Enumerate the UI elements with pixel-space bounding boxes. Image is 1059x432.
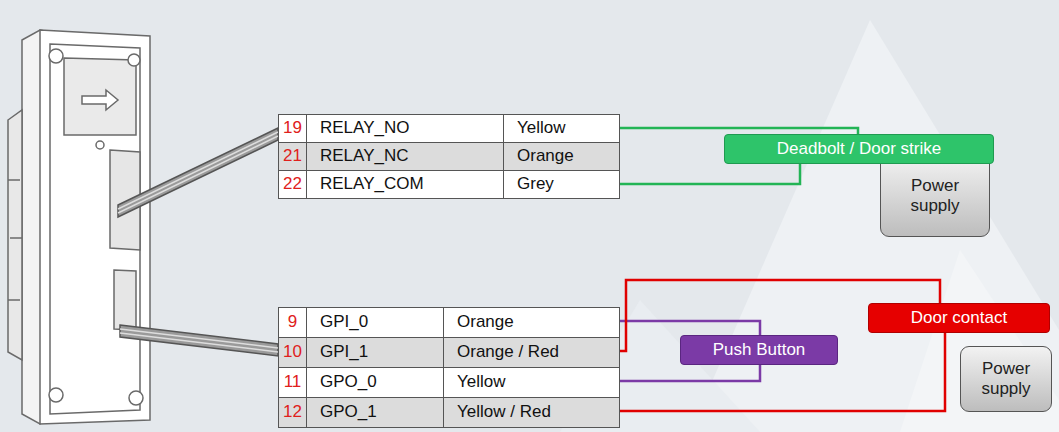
table-cell: Orange xyxy=(443,307,620,338)
signal-name: GPI_0 xyxy=(320,312,368,332)
node-label: Deadbolt / Door strike xyxy=(777,139,941,159)
wire-color: Orange xyxy=(457,312,514,332)
table-cell: RELAY_NC xyxy=(306,142,504,171)
pin-number: 21 xyxy=(283,146,302,166)
ribbon-cable xyxy=(118,128,278,356)
pin-number: 19 xyxy=(283,118,302,138)
wire-color: Yellow / Red xyxy=(457,402,551,422)
wire-color: Grey xyxy=(517,174,554,194)
table-cell: Yellow / Red xyxy=(443,397,620,428)
signal-name: GPO_0 xyxy=(320,372,377,392)
pin-number: 9 xyxy=(288,312,297,332)
table-cell: 12 xyxy=(278,397,307,428)
signal-name: RELAY_NO xyxy=(320,118,409,138)
table-cell: GPI_0 xyxy=(306,307,444,338)
table-cell: 9 xyxy=(278,307,307,338)
table-cell: Orange xyxy=(503,142,620,171)
pin-number: 22 xyxy=(283,174,302,194)
pin-number: 11 xyxy=(284,372,302,392)
node-label: Push Button xyxy=(713,340,806,360)
device-box: Deadbolt / Door strike xyxy=(724,134,994,164)
relay-wire xyxy=(594,164,800,184)
table-cell: 21 xyxy=(278,142,307,171)
pin-number: 10 xyxy=(283,342,302,362)
pin-number: 12 xyxy=(283,402,302,422)
device-box: Push Button xyxy=(680,335,838,365)
device-box: Door contact xyxy=(868,303,1050,333)
table-cell: GPO_1 xyxy=(306,397,444,428)
table-cell: Orange / Red xyxy=(443,337,620,368)
table-cell: 19 xyxy=(278,114,307,143)
power-supply-box: Power supply xyxy=(960,346,1052,412)
reader-plate xyxy=(8,30,150,424)
table-cell: 11 xyxy=(278,367,307,398)
table-cell: Yellow xyxy=(443,367,620,398)
table-cell: Grey xyxy=(503,170,620,199)
table-cell: 10 xyxy=(278,337,307,368)
table-cell: GPI_1 xyxy=(306,337,444,368)
power-supply-box: Power supply xyxy=(880,155,990,237)
node-label: Door contact xyxy=(911,308,1007,328)
signal-name: GPI_1 xyxy=(320,342,368,362)
contact-wire xyxy=(603,333,945,411)
wire-color: Orange / Red xyxy=(457,342,559,362)
wire-color: Yellow xyxy=(457,372,506,392)
node-label: Power supply xyxy=(970,359,1042,400)
table-cell: RELAY_COM xyxy=(306,170,504,199)
wire-color: Orange xyxy=(517,146,574,166)
signal-name: RELAY_COM xyxy=(320,174,424,194)
signal-name: GPO_1 xyxy=(320,402,377,422)
wire-color: Yellow xyxy=(517,118,566,138)
signal-name: RELAY_NC xyxy=(320,146,409,166)
push-wire xyxy=(603,365,760,381)
table-cell: RELAY_NO xyxy=(306,114,504,143)
table-cell: Yellow xyxy=(503,114,620,143)
node-label: Power supply xyxy=(895,176,975,217)
table-cell: 22 xyxy=(278,170,307,199)
table-cell: GPO_0 xyxy=(306,367,444,398)
